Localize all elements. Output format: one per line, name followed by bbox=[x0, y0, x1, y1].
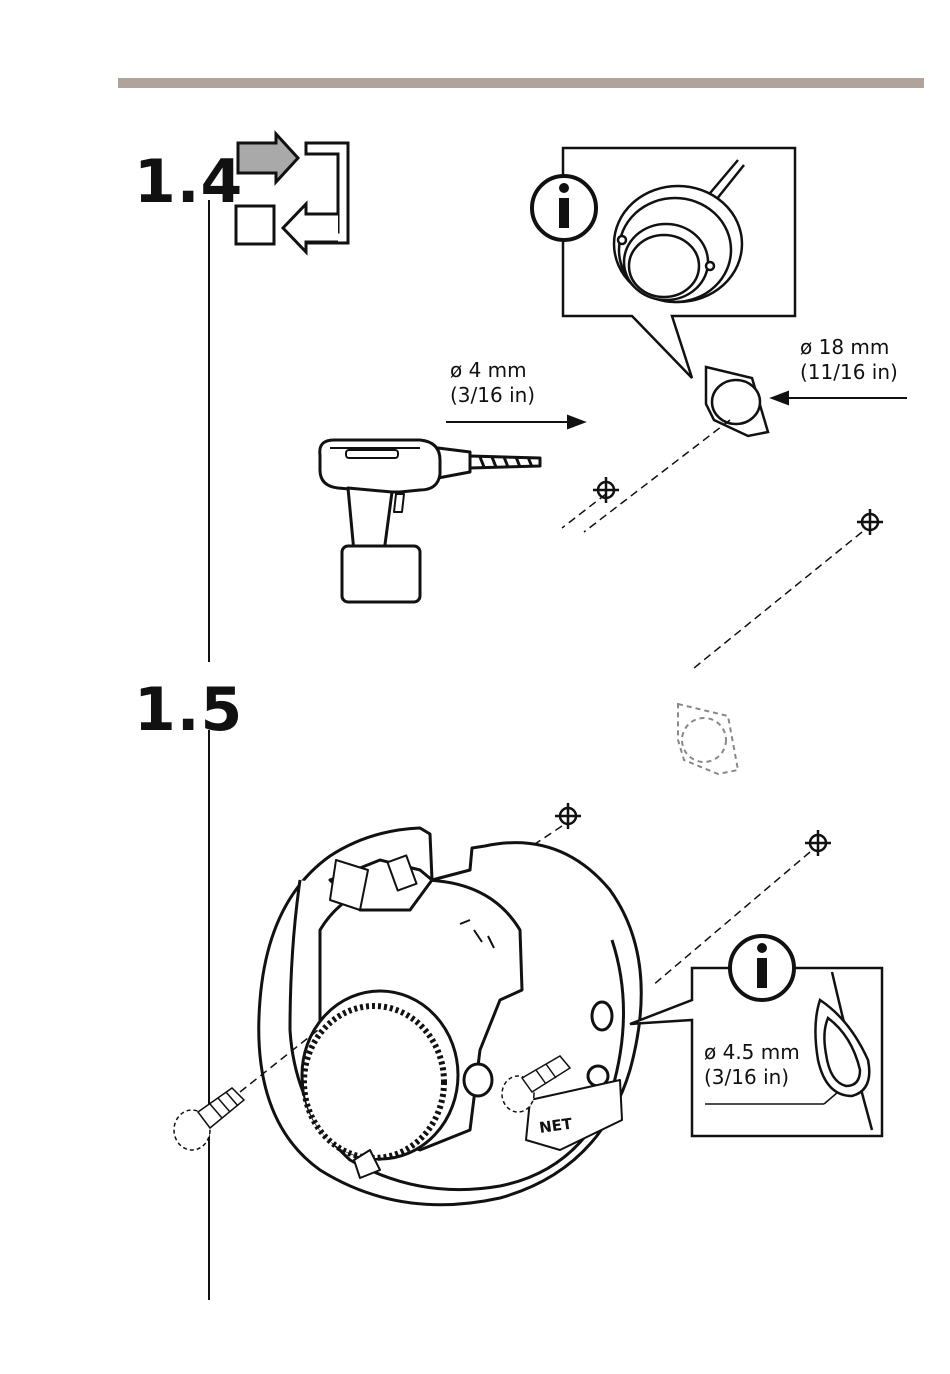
drill-imperial: (3/16 in) bbox=[450, 383, 535, 408]
screw-left bbox=[174, 1088, 244, 1150]
drill-hole-guide-a bbox=[562, 494, 606, 528]
drill-template bbox=[706, 367, 768, 436]
screw-hole-label: ø 4.5 mm (3/16 in) bbox=[704, 1040, 800, 1090]
screw-hole-imperial: (3/16 in) bbox=[704, 1065, 800, 1090]
info-icon-top bbox=[532, 176, 596, 240]
cable-hole-imperial: (11/16 in) bbox=[800, 360, 898, 385]
template-ghost bbox=[678, 704, 738, 774]
cable-hole-label: ø 18 mm (11/16 in) bbox=[800, 335, 898, 385]
screw-hole-diameter: ø 4.5 mm bbox=[704, 1040, 800, 1065]
cable-hole-arrow bbox=[772, 392, 907, 404]
crosshair-marker-a bbox=[593, 477, 619, 503]
drill-illustration bbox=[320, 440, 540, 602]
cable-hole-guide bbox=[584, 420, 730, 532]
drill-diameter: ø 4 mm bbox=[450, 358, 535, 383]
crosshair-marker-b bbox=[857, 509, 883, 535]
drill-hole-guide-b bbox=[694, 532, 862, 668]
camera-base bbox=[259, 828, 642, 1205]
drill-size-label: ø 4 mm (3/16 in) bbox=[450, 358, 535, 408]
crosshair-marker-c bbox=[555, 803, 581, 829]
cable-hole-diameter: ø 18 mm bbox=[800, 335, 898, 360]
info-icon-bottom bbox=[730, 936, 794, 1000]
drill-size-arrow bbox=[446, 416, 584, 428]
template-usage-icon bbox=[236, 134, 348, 252]
